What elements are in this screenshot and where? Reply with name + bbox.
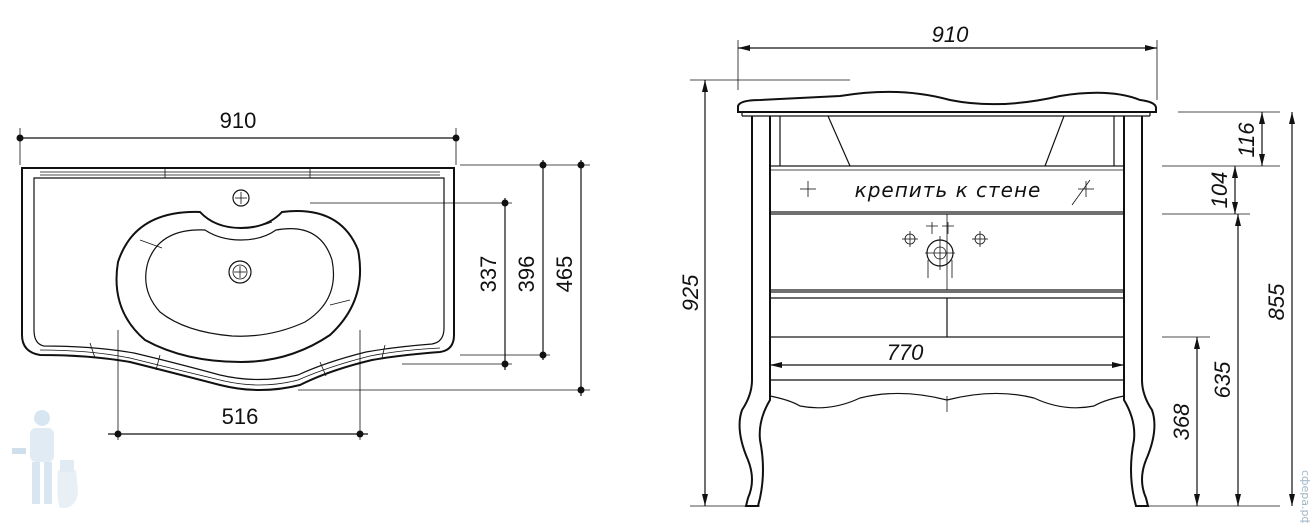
site-watermark: сфера.рф bbox=[1299, 470, 1312, 523]
front-width-label: 910 bbox=[932, 22, 969, 47]
countertop-outline bbox=[21, 167, 455, 391]
plumber-logo-icon bbox=[12, 410, 78, 508]
bowl-width-label: 516 bbox=[222, 404, 259, 429]
mount-point-right bbox=[1078, 181, 1094, 197]
drain-height-label: 635 bbox=[1210, 361, 1235, 398]
mount-note: крепить к стене bbox=[855, 178, 1042, 202]
water-inlet-right bbox=[972, 231, 988, 247]
total-height-label: 925 bbox=[678, 274, 703, 311]
left-leg bbox=[738, 116, 771, 507]
top-thickness-label: 116 bbox=[1234, 122, 1259, 158]
basin-outer bbox=[115, 210, 362, 364]
top-view: 910 516 bbox=[16, 108, 590, 440]
faucet-hole bbox=[232, 189, 250, 207]
top-width-label: 910 bbox=[220, 108, 257, 133]
counter-height-label: 855 bbox=[1264, 283, 1289, 320]
front-view: 910 крепить к стене bbox=[678, 22, 1295, 507]
mounting-rail bbox=[769, 165, 1125, 213]
depth-465-label: 465 bbox=[552, 256, 577, 293]
depth-396-label: 396 bbox=[514, 256, 539, 293]
mount-point-left bbox=[800, 181, 816, 197]
depth-337-label: 337 bbox=[476, 256, 501, 293]
basin-inner bbox=[145, 228, 335, 337]
front-countertop bbox=[737, 90, 1157, 113]
inner-width-label: 770 bbox=[887, 340, 924, 365]
water-inlet-left bbox=[902, 231, 918, 247]
shelf-height-label: 368 bbox=[1169, 403, 1194, 440]
countertop-inner-edge bbox=[33, 177, 445, 381]
right-leg bbox=[1123, 116, 1156, 507]
rail-height-label: 104 bbox=[1207, 172, 1232, 209]
basin-profile bbox=[827, 115, 1065, 167]
drain-hole bbox=[228, 260, 252, 284]
